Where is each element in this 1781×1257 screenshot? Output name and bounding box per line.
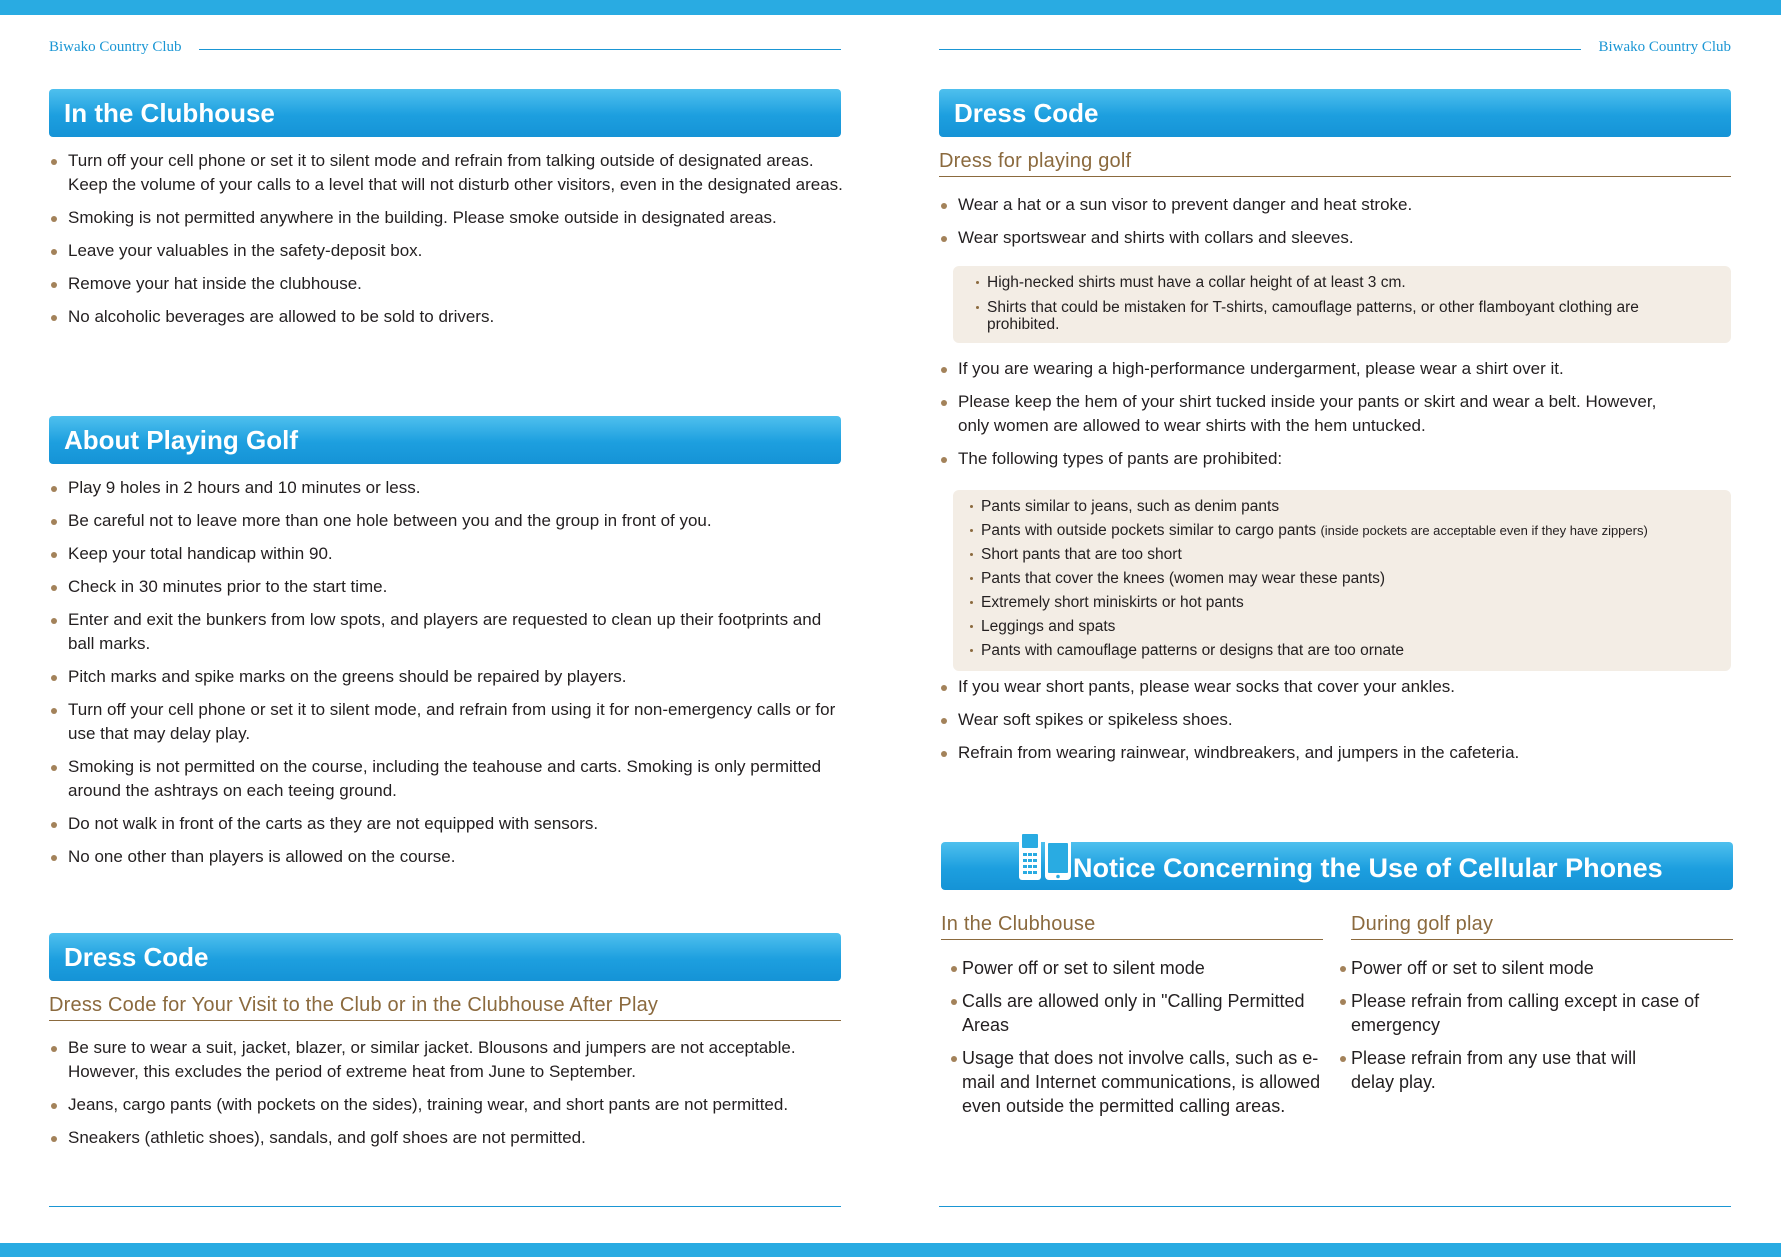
list-item: No alcoholic beverages are allowed to be…: [49, 305, 849, 329]
list-item: Power off or set to silent mode: [1340, 956, 1732, 980]
clubhouse-rules-list: Turn off your cell phone or set it to si…: [49, 149, 849, 338]
list-item: Calls are allowed only in "Calling Permi…: [951, 989, 1331, 1037]
list-item: Remove your hat inside the clubhouse.: [49, 272, 849, 296]
list-item: Power off or set to silent mode: [951, 956, 1331, 980]
list-item: Turn off your cell phone or set it to si…: [49, 698, 849, 746]
section-title-golf: About Playing Golf: [49, 416, 841, 464]
phones-clubhouse-list: Power off or set to silent mode Calls ar…: [951, 956, 1331, 1127]
golf-dress-list-a: Wear a hat or a sun visor to prevent dan…: [939, 193, 1739, 259]
top-color-band: [0, 0, 1781, 15]
list-item: Smoking is not permitted anywhere in the…: [49, 206, 849, 230]
list-item: Please keep the hem of your shirt tucked…: [939, 390, 1679, 438]
note-item: Shirts that could be mistaken for T-shir…: [973, 299, 1715, 333]
section-title-dress-code-golf: Dress Code: [939, 89, 1731, 137]
running-header: Biwako Country Club: [939, 39, 1731, 61]
right-page: Biwako Country Club Dress Code Dress for…: [939, 0, 1733, 1243]
note-item: Pants with outside pockets similar to ca…: [967, 522, 1721, 539]
pants-note-box: Pants similar to jeans, such as denim pa…: [953, 490, 1731, 671]
list-item: Check in 30 minutes prior to the start t…: [49, 575, 849, 599]
list-item: Keep your total handicap within 90.: [49, 542, 849, 566]
list-item: If you wear short pants, please wear soc…: [939, 675, 1739, 699]
list-item: Sneakers (athletic shoes), sandals, and …: [49, 1126, 849, 1150]
phones-clubhouse-subtitle: In the Clubhouse: [941, 913, 1323, 940]
list-item: Wear a hat or a sun visor to prevent dan…: [939, 193, 1739, 217]
mobile-phones-icon: [1019, 822, 1071, 880]
club-name-header: Biwako Country Club: [49, 39, 182, 56]
list-item: Do not walk in front of the carts as the…: [49, 812, 849, 836]
note-item: Pants with camouflage patterns or design…: [967, 642, 1721, 659]
footer-rule: [49, 1206, 841, 1207]
section-title-dress-code: Dress Code: [49, 933, 841, 981]
section-title-clubhouse: In the Clubhouse: [49, 89, 841, 137]
list-item: Leave your valuables in the safety-depos…: [49, 239, 849, 263]
list-item: Refrain from wearing rainwear, windbreak…: [939, 741, 1739, 765]
list-item: No one other than players is allowed on …: [49, 845, 849, 869]
phones-play-subtitle: During golf play: [1351, 913, 1733, 940]
left-page: Biwako Country Club In the Clubhouse Tur…: [49, 0, 843, 1243]
list-item: Smoking is not permitted on the course, …: [49, 755, 849, 803]
list-item: Be sure to wear a suit, jacket, blazer, …: [49, 1036, 849, 1084]
running-header: Biwako Country Club: [49, 39, 841, 61]
note-item: Leggings and spats: [967, 618, 1721, 635]
note-item: Extremely short miniskirts or hot pants: [967, 594, 1721, 611]
header-rule: [939, 49, 1581, 50]
header-rule: [199, 49, 841, 50]
section-title-cellular-phones: Notice Concerning the Use of Cellular Ph…: [941, 822, 1733, 890]
list-item: Wear sportswear and shirts with collars …: [939, 226, 1739, 250]
shirt-note-box: High-necked shirts must have a collar he…: [953, 266, 1731, 343]
bottom-color-band: [0, 1243, 1781, 1257]
golf-dress-list-b: If you are wearing a high-performance un…: [939, 357, 1679, 480]
list-item: Pitch marks and spike marks on the green…: [49, 665, 849, 689]
list-item: Turn off your cell phone or set it to si…: [49, 149, 849, 197]
list-item: Be careful not to leave more than one ho…: [49, 509, 849, 533]
note-item: Pants similar to jeans, such as denim pa…: [967, 498, 1721, 515]
list-item: Play 9 holes in 2 hours and 10 minutes o…: [49, 476, 849, 500]
club-name-header: Biwako Country Club: [1598, 39, 1731, 56]
footer-rule: [939, 1206, 1731, 1207]
clubhouse-dress-list: Be sure to wear a suit, jacket, blazer, …: [49, 1036, 849, 1159]
note-item: Short pants that are too short: [967, 546, 1721, 563]
golf-dress-subtitle: Dress for playing golf: [939, 150, 1731, 177]
list-item: Enter and exit the bunkers from low spot…: [49, 608, 849, 656]
phones-play-list: Power off or set to silent mode Please r…: [1340, 956, 1732, 1103]
golf-dress-list-c: If you wear short pants, please wear soc…: [939, 675, 1739, 774]
golf-rules-list: Play 9 holes in 2 hours and 10 minutes o…: [49, 476, 849, 878]
list-item: Wear soft spikes or spikeless shoes.: [939, 708, 1739, 732]
list-item: Please refrain from calling except in ca…: [1340, 989, 1732, 1037]
list-item: Usage that does not involve calls, such …: [951, 1046, 1331, 1118]
cellular-phones-title: Notice Concerning the Use of Cellular Ph…: [1073, 853, 1663, 883]
note-item: Pants that cover the knees (women may we…: [967, 570, 1721, 587]
dress-code-subtitle: Dress Code for Your Visit to the Club or…: [49, 994, 841, 1021]
list-item: If you are wearing a high-performance un…: [939, 357, 1679, 381]
list-item: Please refrain from any use that will de…: [1340, 1046, 1732, 1094]
list-item: The following types of pants are prohibi…: [939, 447, 1679, 471]
list-item: Jeans, cargo pants (with pockets on the …: [49, 1093, 849, 1117]
note-item: High-necked shirts must have a collar he…: [973, 274, 1715, 291]
